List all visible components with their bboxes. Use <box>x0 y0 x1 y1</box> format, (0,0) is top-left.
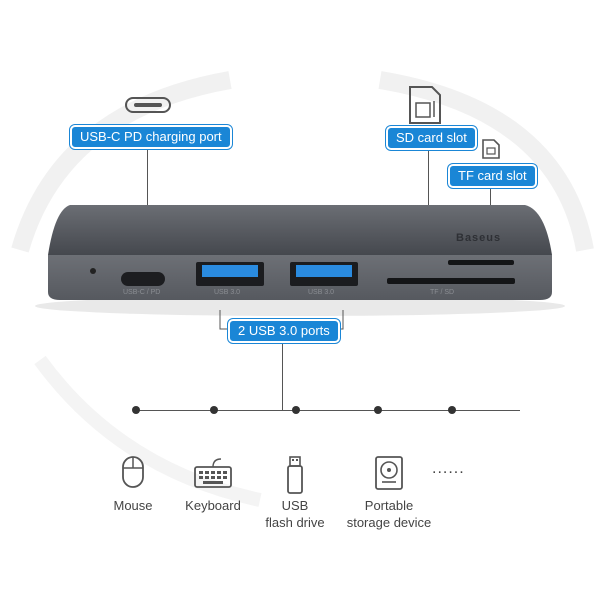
tf-card-icon <box>482 139 500 159</box>
usbc-port-callout: USB-C PD charging port <box>70 125 232 149</box>
sd-slot <box>387 278 515 284</box>
hub-brand-logo: Baseus <box>456 232 502 244</box>
mouse-icon <box>122 456 144 488</box>
card-slot-label: TF / SD <box>430 289 455 296</box>
usb-drive-icon <box>287 456 303 494</box>
device-label: Mouse <box>113 498 153 513</box>
tf-slot-callout: TF card slot <box>448 164 537 188</box>
device-usb-drive: USB flash drive <box>240 455 350 531</box>
device-portable-storage: Portable storage device <box>334 455 444 531</box>
device-label: Portable storage device <box>346 498 432 530</box>
tf-slot <box>448 260 514 265</box>
device-mouse: Mouse <box>78 455 188 514</box>
sd-card-icon <box>409 86 441 124</box>
device-timeline <box>136 410 520 411</box>
hard-drive-icon <box>375 456 403 490</box>
timeline-dot <box>292 406 300 414</box>
usb-a-2-port-label: USB 3.0 <box>308 289 335 296</box>
usb-c-port <box>121 272 165 286</box>
timeline-dot <box>374 406 382 414</box>
usbc-port-label: USB-C / PD <box>123 289 161 296</box>
timeline-dot <box>132 406 140 414</box>
device-label: Keyboard <box>185 498 241 513</box>
timeline-dot <box>210 406 218 414</box>
ports-leader-line <box>282 341 283 410</box>
timeline-dot <box>448 406 456 414</box>
usb-a-1-port-label: USB 3.0 <box>214 289 241 296</box>
more-devices-ellipsis: ...... <box>432 460 465 477</box>
device-label: USB flash drive <box>265 498 325 530</box>
keyboard-icon <box>194 458 232 488</box>
sd-slot-callout: SD card slot <box>386 126 477 150</box>
device-keyboard: Keyboard <box>158 455 268 514</box>
usb-c-connector-icon <box>125 97 171 113</box>
usb-ports-callout: 2 USB 3.0 ports <box>228 319 340 343</box>
